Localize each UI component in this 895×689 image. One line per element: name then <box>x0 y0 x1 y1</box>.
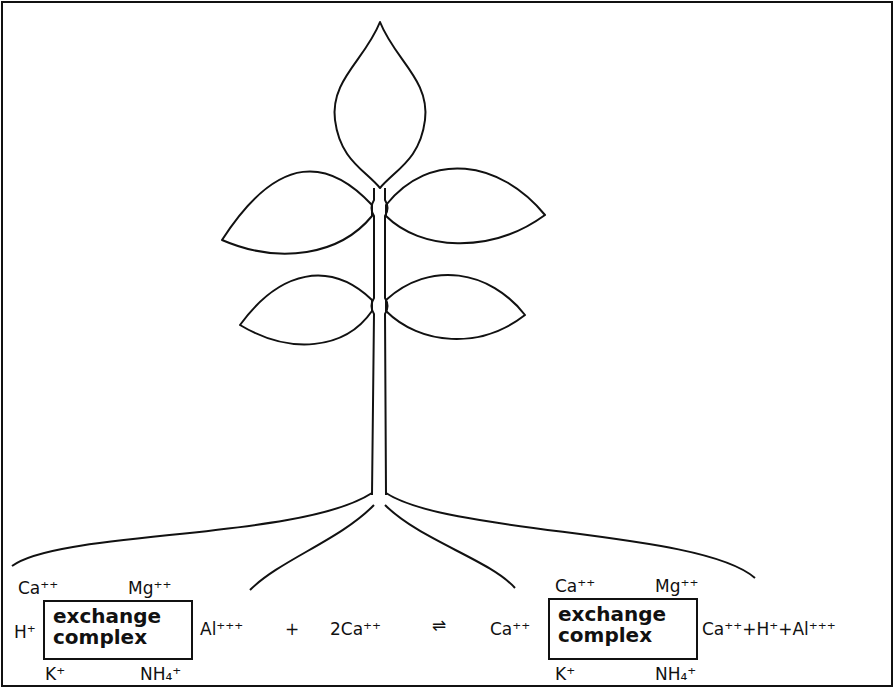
root <box>385 505 515 588</box>
ion-label: K⁺ <box>555 664 575 684</box>
root <box>386 493 755 578</box>
ion-label: NH₄⁺ <box>655 664 696 684</box>
ion-label: Ca⁺⁺ <box>555 576 595 596</box>
ion-label: NH₄⁺ <box>140 664 181 684</box>
stem <box>385 188 388 495</box>
leaf <box>222 171 372 253</box>
exchange-complex-box: exchange complex <box>43 600 193 660</box>
leaf <box>386 275 525 339</box>
ion-label: H⁺ <box>14 622 36 642</box>
ion-label: 2Ca⁺⁺ <box>330 619 381 639</box>
ion-label: K⁺ <box>45 664 65 684</box>
ion-label: Al⁺⁺⁺ <box>200 619 243 639</box>
ion-label: + <box>285 619 299 639</box>
root <box>12 493 372 566</box>
box-label: exchange complex <box>558 604 670 646</box>
ion-label: Mg⁺⁺ <box>655 576 698 596</box>
leaf <box>240 276 372 345</box>
ion-label: ⇌ <box>432 615 446 635</box>
box-label: exchange complex <box>53 606 165 648</box>
root <box>250 505 374 590</box>
leaf <box>386 168 545 243</box>
ion-label: Ca⁺⁺+H⁺+Al⁺⁺⁺ <box>702 619 836 639</box>
ion-label: Ca⁺⁺ <box>18 578 58 598</box>
ion-label: Ca⁺⁺ <box>490 619 530 639</box>
stem <box>372 188 375 495</box>
exchange-complex-box: exchange complex <box>548 598 698 660</box>
top-leaf <box>335 22 426 188</box>
ion-label: Mg⁺⁺ <box>128 578 171 598</box>
